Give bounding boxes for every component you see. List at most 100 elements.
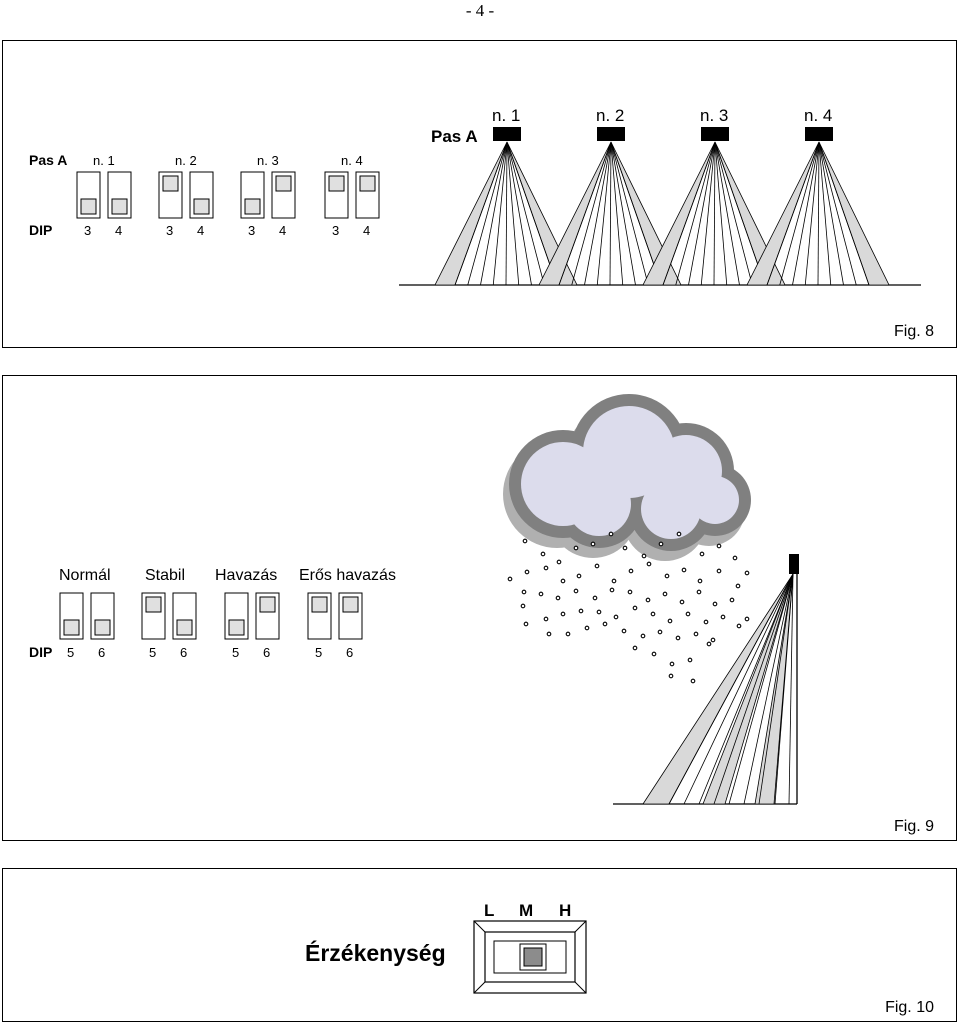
beam-ray <box>505 141 508 286</box>
snowflake <box>592 595 598 601</box>
switch-number: 6 <box>263 645 270 660</box>
snowflake <box>710 637 716 643</box>
beam-ray <box>792 141 820 286</box>
unit-label: n. 2 <box>175 153 197 168</box>
dip-row-label: Pas A <box>29 152 67 168</box>
switch-knob <box>145 596 162 613</box>
switch-knob <box>80 198 97 215</box>
snowflake <box>565 631 571 637</box>
unit-label: n. 4 <box>341 153 363 168</box>
switch-number: 4 <box>115 223 122 238</box>
switch-knob <box>259 596 276 613</box>
sensitivity-switch <box>473 920 587 994</box>
beam-edge-right <box>818 141 890 286</box>
snowflake <box>675 635 681 641</box>
dip-switch-3 <box>240 171 265 219</box>
beam-ray <box>804 141 820 286</box>
dip-label: DIP <box>29 222 52 238</box>
beam-ray <box>675 141 716 286</box>
dip-switch-5 <box>59 592 84 640</box>
beam-ray <box>584 141 612 286</box>
snowflake <box>522 538 528 544</box>
snowflake <box>556 559 562 565</box>
snowflake <box>627 589 633 595</box>
snowflake <box>640 633 646 639</box>
sensor-label: n. 4 <box>804 106 832 125</box>
beam-ray <box>698 573 794 805</box>
beam-ray <box>668 573 794 805</box>
snowflake <box>668 673 674 679</box>
snowflake <box>657 629 663 635</box>
sensor-head <box>493 127 521 141</box>
beam-ray <box>766 141 820 286</box>
dip-switch-3 <box>324 171 349 219</box>
switch-number: 3 <box>332 223 339 238</box>
dip-switch-5 <box>307 592 332 640</box>
beam-edge-left <box>538 141 612 286</box>
sensor-label: n. 2 <box>596 106 624 125</box>
switch-knob <box>193 198 210 215</box>
snowflake <box>679 599 685 605</box>
snowflake <box>573 545 579 551</box>
snowflake <box>651 651 657 657</box>
beam-ray <box>506 141 545 286</box>
slider-knob <box>523 947 543 967</box>
beam-ray <box>714 141 753 286</box>
switch-number: 6 <box>180 645 187 660</box>
switch-number: 4 <box>279 223 286 238</box>
beam-ray <box>818 141 870 286</box>
beam-ray <box>817 141 820 286</box>
snowflake <box>706 641 712 647</box>
beam-ray <box>506 141 520 286</box>
snowflake <box>555 595 561 601</box>
snowflake <box>646 561 652 567</box>
switch-number: 5 <box>67 645 74 660</box>
switch-number: 6 <box>346 645 353 660</box>
beam-ray <box>758 573 794 805</box>
position-label-M: M <box>519 901 533 920</box>
snowflake <box>602 621 608 627</box>
frame-corner <box>473 920 486 933</box>
snowflake <box>594 563 600 569</box>
beam-ray <box>713 573 794 805</box>
mode-label: Havazás <box>215 567 277 584</box>
beam-ray <box>818 141 832 286</box>
snowflake <box>576 573 582 579</box>
switch-knob <box>228 619 245 636</box>
frame-corner <box>473 981 486 994</box>
switch-number: 5 <box>149 645 156 660</box>
snowflake <box>681 567 687 573</box>
switch-knob <box>162 175 179 192</box>
mode-label: Stabil <box>145 567 185 584</box>
beam-edge-left <box>642 141 716 286</box>
snowflake <box>540 551 546 557</box>
beam-ray <box>714 141 728 286</box>
unit-label: n. 1 <box>93 153 115 168</box>
switch-knob <box>63 619 80 636</box>
switch-number: 4 <box>197 223 204 238</box>
snowflake <box>696 589 702 595</box>
snowflake <box>596 609 602 615</box>
snowflake <box>712 601 718 607</box>
figure-8-caption: Fig. 8 <box>893 323 934 340</box>
beam-ray <box>779 141 820 286</box>
dip-switch-4 <box>107 171 132 219</box>
switch-knob <box>275 175 292 192</box>
unit-label: n. 3 <box>257 153 279 168</box>
switch-knob <box>176 619 193 636</box>
beam-ray <box>506 141 558 286</box>
beam-ray <box>506 141 532 286</box>
dip-switch-6 <box>172 592 197 640</box>
dip-switch-6 <box>90 592 115 640</box>
dip-switch-5 <box>141 592 166 640</box>
beam-ray <box>714 141 766 286</box>
dip-switch-3 <box>76 171 101 219</box>
snowflake <box>538 591 544 597</box>
dip-switch-6 <box>255 592 280 640</box>
beam-band <box>754 573 794 805</box>
snowflake <box>524 569 530 575</box>
snowflake <box>664 573 670 579</box>
page-number: - 4 - <box>465 1 495 20</box>
